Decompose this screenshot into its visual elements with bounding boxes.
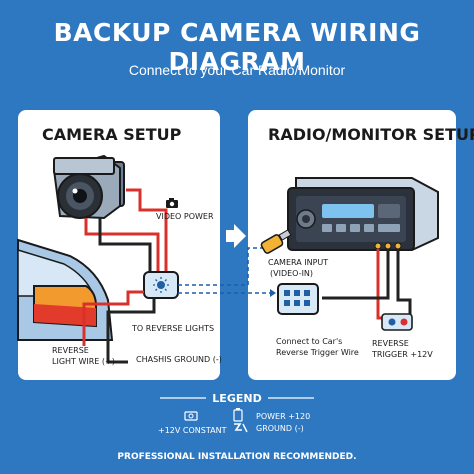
flow-arrow (226, 224, 246, 248)
connect-trigger-label-2: Reverse Trigger Wire (276, 348, 359, 357)
radio-head-unit (287, 177, 439, 251)
camera-input-label-2: (VIDEO-IN) (270, 269, 313, 278)
video-power-camera-icon (166, 198, 178, 208)
camera-red-wire-2 (126, 188, 168, 272)
video-power-label: VIDEO POWER (156, 212, 214, 221)
legend-item-constant: +12V CONSTANT (158, 426, 227, 435)
radio-black-wire-2 (396, 249, 412, 318)
legend-battery-icon (233, 408, 243, 422)
footer-note: PROFESSIONAL INSTALLATION RECOMMENDED. (117, 452, 356, 462)
legend-camera-icon (184, 411, 198, 421)
radio-panel-title: RADIO/MONITOR SETUP (268, 125, 474, 144)
reverse-light-wire-label-1: REVERSE (52, 346, 89, 355)
camera-panel-title: CAMERA SETUP (42, 125, 182, 144)
legend-item-ground: GROUND (-) (256, 424, 304, 433)
reverse-light-black-wire (106, 298, 156, 364)
to-reverse-lights-label: TO REVERSE LIGHTS (131, 324, 214, 333)
radio-black-wire (322, 249, 390, 300)
camera-black-wire (98, 218, 152, 272)
camera-input-label-1: CAMERA INPUT (268, 258, 328, 267)
camera-red-wire (84, 218, 160, 272)
reverse-light-red-wire (82, 290, 144, 346)
fuse-switch (381, 313, 413, 331)
legend-ground-icon (234, 423, 248, 433)
page-subtitle: Connect to your Car Radio/Monitor (128, 62, 346, 78)
car-rear-illustration (17, 238, 114, 341)
reverse-light-wire-label-2: LIGHT WIRE (+) (52, 357, 115, 366)
legend: LEGEND +12V CONSTANT POWER +120 GROUND (… (158, 392, 314, 435)
rca-plug (260, 229, 292, 254)
page-title: BACKUP CAMERA WIRING DIAGRAM (53, 18, 421, 76)
reverse-trigger-label-2: TRIGGER +12V (371, 350, 433, 359)
legend-item-power: POWER +120 (256, 412, 310, 421)
backup-camera-icon (52, 154, 125, 220)
dashed-video-link (178, 247, 264, 286)
trigger-connector (277, 283, 319, 315)
chassis-ground-label: CHASHIS GROUND (-) (136, 355, 222, 364)
connect-trigger-label-1: Connect to Car's (276, 337, 342, 346)
sun-icon (153, 277, 169, 293)
reverse-trigger-label-1: REVERSE (372, 339, 409, 348)
legend-title: LEGEND (212, 392, 261, 405)
dashed-arrowhead (270, 289, 276, 297)
